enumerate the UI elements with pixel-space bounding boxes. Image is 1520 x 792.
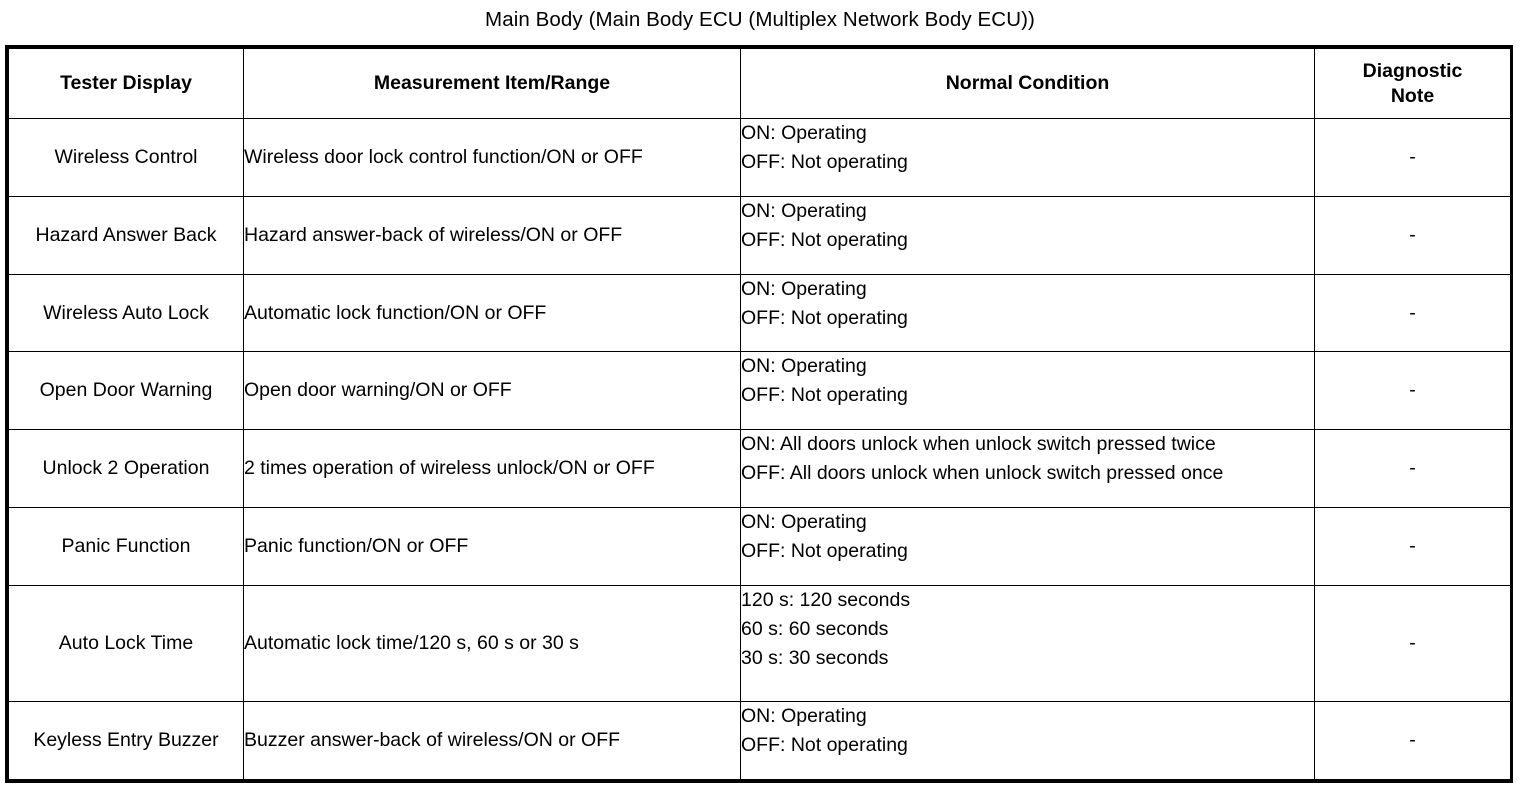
normal-condition-line: ON: Operating (741, 122, 867, 144)
measurement-item-text: Open door warning/ON or OFF (244, 379, 512, 402)
cell-measurement-item-range: Open door warning/ON or OFF (243, 351, 741, 431)
normal-condition-line: OFF: Not operating (741, 384, 908, 407)
cell-normal-condition: 120 s: 120 seconds 60 s: 60 seconds 30 s: … (740, 584, 1315, 703)
cell-measurement-item-range: 2 times operation of wireless unlock/ON … (243, 429, 741, 509)
cell-diagnostic-note: - (1314, 701, 1511, 780)
page-title: Main Body (Main Body ECU (Multiplex Netw… (485, 8, 1035, 31)
measurement-item-text: Panic function/ON or OFF (244, 535, 469, 558)
measurement-item-text: 2 times operation of wireless unlock/ON … (244, 457, 655, 480)
normal-condition-line: OFF: Not operating (741, 151, 908, 173)
measurement-item-text: Hazard answer-back of wireless/ON or OFF (244, 223, 623, 246)
column-header-normal-condition: Normal Condition (740, 48, 1315, 119)
cell-tester-display: Auto Lock Time (8, 584, 244, 703)
column-header-diagnostic-note-line1: Diagnostic (1362, 59, 1463, 82)
cell-tester-display: Open Door Warning (8, 351, 244, 431)
cell-diagnostic-note: - (1314, 273, 1511, 353)
cell-measurement-item-range: Buzzer answer-back of wireless/ON or OFF (243, 701, 741, 780)
normal-condition-line: ON: Operating (741, 277, 867, 300)
column-header-diagnostic-note: Diagnostic Note (1314, 48, 1511, 119)
table-header-row: Tester Display Measurement Item/Range No… (8, 48, 1511, 119)
normal-condition-line: ON: Operating (741, 355, 867, 378)
cell-measurement-item-range: Wireless door lock control function/ON o… (243, 118, 741, 197)
data-list-table-container: Tester Display Measurement Item/Range No… (5, 45, 1513, 783)
cell-measurement-item-range: Hazard answer-back of wireless/ON or OFF (243, 195, 741, 275)
cell-measurement-item-range: Automatic lock time/120 s, 60 s or 30 s (243, 584, 741, 703)
column-header-measurement-item-range: Measurement Item/Range (243, 48, 741, 119)
normal-condition-line: ON: Operating (741, 199, 867, 222)
cell-tester-display: Wireless Control (8, 118, 244, 197)
cell-tester-display: Keyless Entry Buzzer (8, 701, 244, 780)
normal-condition-line: 30 s: 30 seconds (741, 646, 889, 669)
column-header-diagnostic-note-line2: Note (1390, 84, 1435, 107)
cell-diagnostic-note: - (1314, 584, 1511, 703)
cell-diagnostic-note: - (1314, 429, 1511, 509)
cell-tester-display: Unlock 2 Operation (8, 429, 244, 509)
cell-normal-condition: ON: All doors unlock when unlock switch … (740, 429, 1315, 509)
cell-tester-display: Hazard Answer Back (8, 195, 244, 275)
cell-diagnostic-note: - (1314, 507, 1511, 586)
measurement-item-text: Wireless door lock control function/ON o… (244, 145, 643, 168)
cell-diagnostic-note: - (1314, 195, 1511, 275)
normal-condition-line: ON: Operating (741, 705, 867, 728)
normal-condition-line: OFF: Not operating (741, 734, 908, 757)
normal-condition-line: OFF: All doors unlock when unlock switch… (741, 462, 1224, 485)
measurement-item-text: Automatic lock function/ON or OFF (244, 301, 547, 324)
normal-condition-line: 60 s: 60 seconds (741, 617, 889, 640)
cell-measurement-item-range: Panic function/ON or OFF (243, 507, 741, 586)
measurement-item-text: Buzzer answer-back of wireless/ON or OFF (244, 729, 621, 752)
normal-condition-line: OFF: Not operating (741, 306, 908, 329)
normal-condition-line: ON: All doors unlock when unlock switch … (741, 433, 1216, 456)
normal-condition-line: 120 s: 120 seconds (741, 588, 911, 611)
normal-condition-line: OFF: Not operating (741, 228, 908, 251)
normal-condition-line: OFF: Not operating (741, 540, 908, 563)
cell-tester-display: Panic Function (8, 507, 244, 586)
cell-diagnostic-note: - (1314, 351, 1511, 431)
cell-diagnostic-note: - (1314, 118, 1511, 197)
table-header: Tester Display Measurement Item/Range No… (8, 48, 1511, 119)
column-header-tester-display: Tester Display (8, 48, 244, 119)
data-list-table: Tester Display Measurement Item/Range No… (8, 48, 1511, 780)
cell-tester-display: Wireless Auto Lock (8, 273, 244, 353)
measurement-item-text: Automatic lock time/120 s, 60 s or 30 s (244, 632, 579, 655)
cell-measurement-item-range: Automatic lock function/ON or OFF (243, 273, 741, 353)
normal-condition-line: ON: Operating (741, 511, 867, 534)
